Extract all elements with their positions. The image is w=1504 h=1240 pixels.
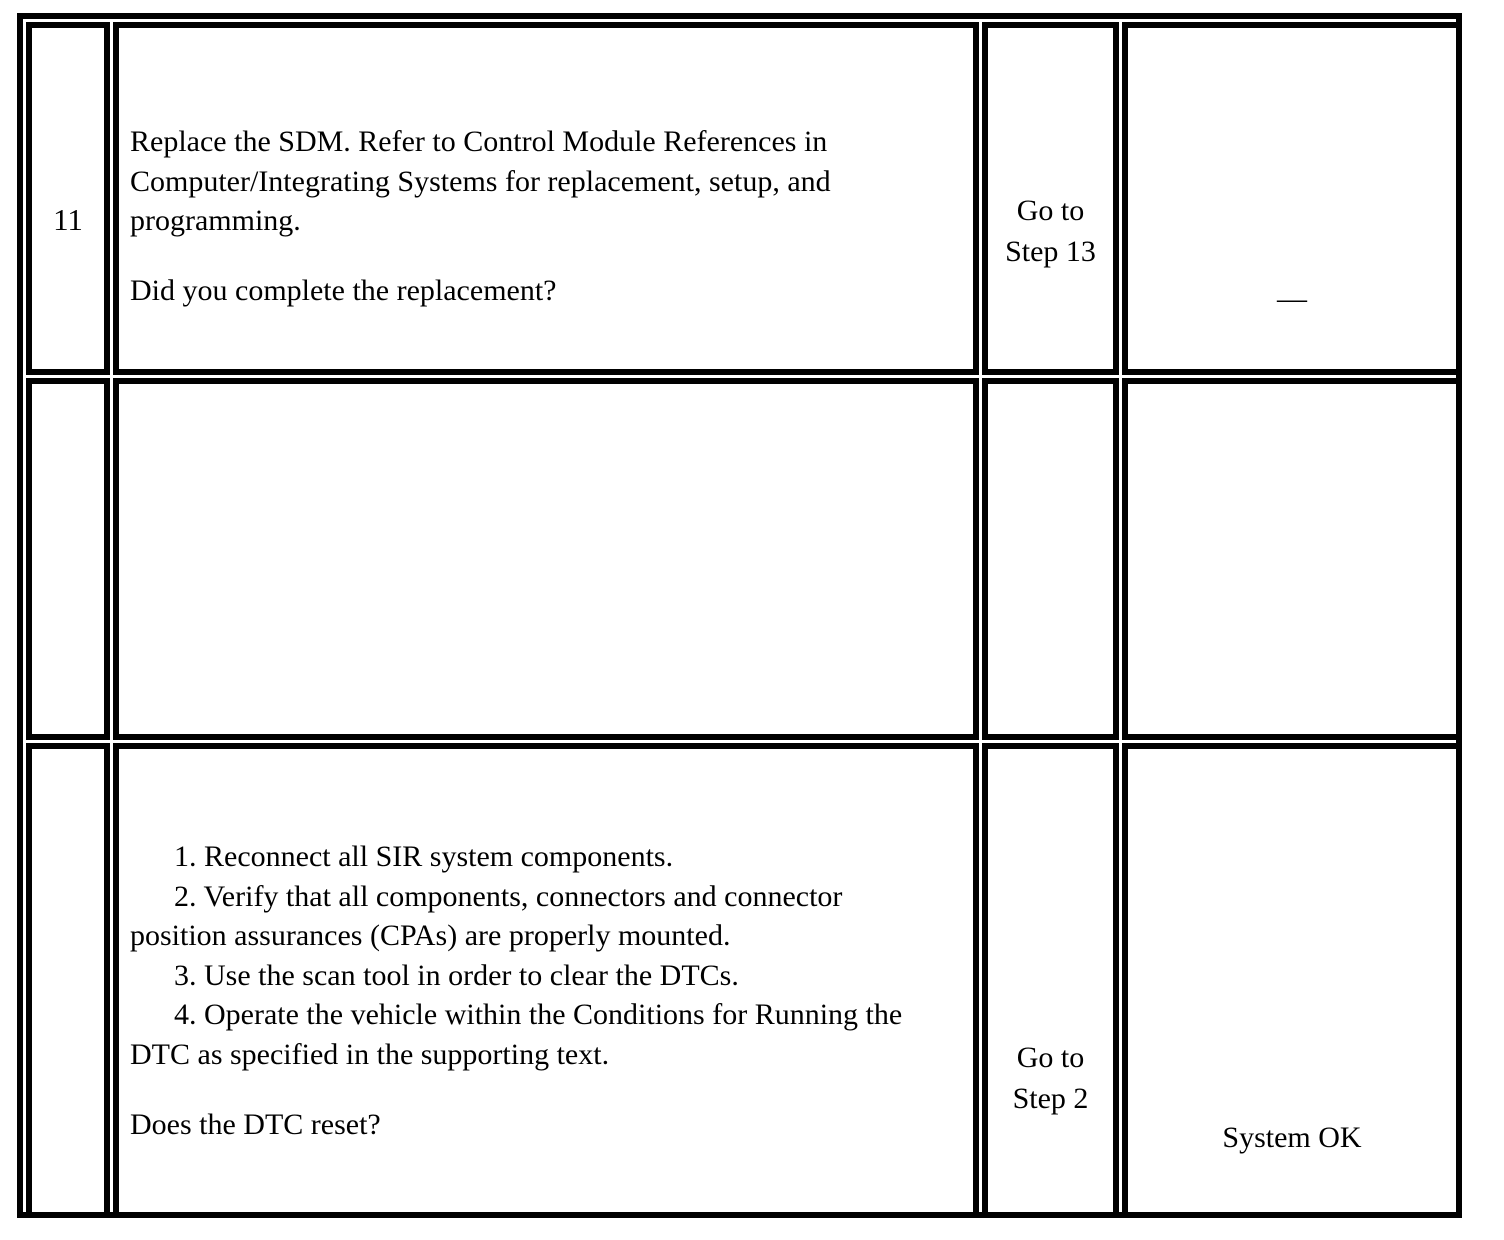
table-row-13-no-cell: System OK [1122,743,1462,1218]
table-row-12-step-cell: 12 [26,378,110,740]
no-result: — [1128,278,1456,319]
action-line: Replace the SDM. Refer to Control Module… [130,125,828,158]
table-row-12-action-cell: For DTC B0101 and B0102, replace the lef… [113,378,979,740]
action-line: DTC as specified in the supporting text. [130,1037,610,1071]
table-row-12-no-cell: — [1122,378,1462,740]
table-row-13-step-cell: 13 [26,743,110,1218]
table-row-11-no-cell: — [1122,22,1462,375]
yes-result: Go to Step 13 [988,190,1113,273]
yes-result-line: Step 2 [1012,1082,1089,1116]
action-line: Computer/Integrating Systems for replace… [130,164,831,198]
table-row-12-yes-cell: Go to Step 13 [982,378,1119,740]
yes-result: Go to Step 2 [988,1037,1113,1120]
table-row-11-step-cell: 11 [26,22,110,375]
action-list-item: 2. Verify that all components, connector… [174,879,843,913]
yes-result-line: Go to [1016,194,1085,227]
action-text: 1. Reconnect all SIR system components. … [130,837,965,1144]
action-list-item: 3. Use the scan tool in order to clear t… [174,958,739,992]
diagnostic-table: 11 Replace the SDM. Refer to Control Mod… [17,13,1462,1218]
em-dash: — [1277,282,1307,315]
no-result: System OK [1128,1117,1456,1158]
table-row-13-yes-cell: Go to Step 2 [982,743,1119,1218]
table-grid: 11 Replace the SDM. Refer to Control Mod… [23,19,1462,1218]
yes-result-line: Go to [1016,1041,1085,1074]
no-result-line: System OK [1222,1121,1362,1154]
table-row-11-action-cell: Replace the SDM. Refer to Control Module… [113,22,979,375]
action-question: Does the DTC reset? [130,1107,381,1141]
paragraph-spacer [130,241,965,271]
table-row-13-action-cell: 1. Reconnect all SIR system components. … [113,743,979,1218]
step-number: 11 [53,202,83,237]
action-line: programming. [130,204,301,238]
yes-result-line: Step 13 [1005,235,1096,269]
table-row-11-yes-cell: Go to Step 13 [982,22,1119,375]
action-line: position assurances (CPAs) are properly … [130,919,731,953]
action-text: Replace the SDM. Refer to Control Module… [130,122,965,310]
action-list-item: 4. Operate the vehicle within the Condit… [174,998,903,1032]
action-question: Did you complete the replacement? [130,273,557,307]
action-list-item: 1. Reconnect all SIR system components. [174,840,674,873]
paragraph-spacer [130,1075,965,1105]
